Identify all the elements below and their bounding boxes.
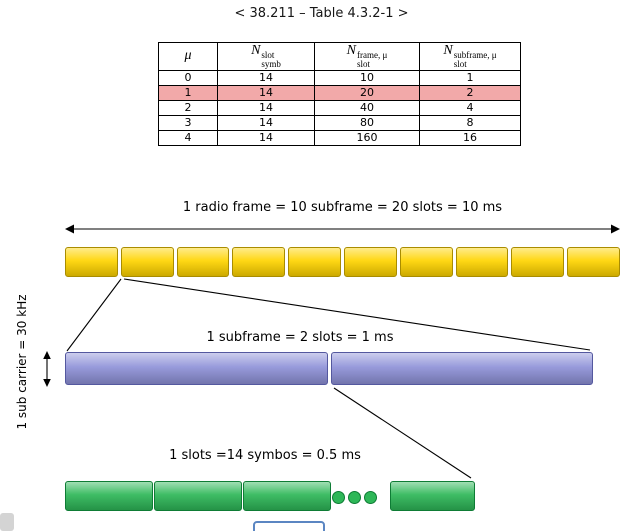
col-header-mu: μ — [158, 42, 218, 71]
cell: 14 — [217, 69, 315, 86]
symbol-block — [65, 481, 153, 511]
page-title: < 38.211 – Table 4.3.2-1 > — [234, 6, 409, 21]
cell: 1 — [419, 69, 521, 86]
cell: 0 — [158, 69, 218, 86]
subframe-block — [120, 247, 174, 277]
cell: 80 — [314, 114, 420, 131]
table-row-mu1-highlighted: 1 14 20 2 — [158, 84, 521, 101]
zoom-line-slot — [333, 387, 472, 479]
arrowhead-left-icon — [65, 224, 74, 234]
subframe-block — [288, 247, 341, 277]
cell: 20 — [314, 84, 420, 101]
cell: 160 — [314, 129, 420, 146]
cropped-artifact-center — [253, 521, 325, 531]
subframe-block — [232, 247, 286, 277]
cell: 4 — [419, 99, 521, 116]
subframe-block — [511, 247, 565, 277]
cell: 10 — [314, 69, 420, 86]
cell: 8 — [419, 114, 521, 131]
arrowhead-up-icon — [43, 351, 51, 359]
subcarrier-label: 1 sub carrier = 30 kHz — [15, 294, 29, 430]
subframe-label: 1 subframe = 2 slots = 1 ms — [206, 330, 394, 345]
subframe-block — [176, 247, 230, 277]
arrowhead-down-icon — [43, 379, 51, 387]
subframe-block — [567, 247, 620, 277]
cell: 14 — [217, 129, 315, 146]
table-row-mu3: 3 14 80 8 — [158, 114, 521, 131]
symbol-block — [243, 481, 331, 511]
table-row-mu0: 0 14 10 1 — [158, 69, 521, 86]
slot-segment — [65, 352, 328, 385]
cell: 2 — [158, 99, 218, 116]
cell: 16 — [419, 129, 521, 146]
subframe-block — [455, 247, 509, 277]
cell: 3 — [158, 114, 218, 131]
cell: 4 — [158, 129, 218, 146]
subframe-block — [399, 247, 453, 277]
subframe-block — [343, 247, 397, 277]
symbol-block — [390, 481, 475, 511]
table-row-mu2: 2 14 40 4 — [158, 99, 521, 116]
radio-frame-label: 1 radio frame = 10 subframe = 20 slots =… — [182, 200, 503, 215]
symbol-block — [154, 481, 242, 511]
ellipsis-dot — [364, 491, 377, 504]
table-row-mu4: 4 14 160 16 — [158, 129, 521, 146]
ellipsis-dot — [332, 491, 345, 504]
slot-label: 1 slots =14 symbos = 0.5 ms — [169, 448, 361, 463]
subframe-bar — [65, 352, 593, 385]
radio-frame-bar — [65, 247, 620, 277]
cell: 40 — [314, 99, 420, 116]
ellipsis-dot — [348, 491, 361, 504]
slot-segment — [330, 352, 593, 385]
subframe-block — [65, 247, 118, 277]
cell: 14 — [217, 84, 315, 101]
cell: 2 — [419, 84, 521, 101]
cell: 14 — [217, 114, 315, 131]
cropped-artifact-left — [0, 513, 14, 531]
arrowhead-right-icon — [611, 224, 620, 234]
cell: 1 — [158, 84, 218, 101]
cell: 14 — [217, 99, 315, 116]
